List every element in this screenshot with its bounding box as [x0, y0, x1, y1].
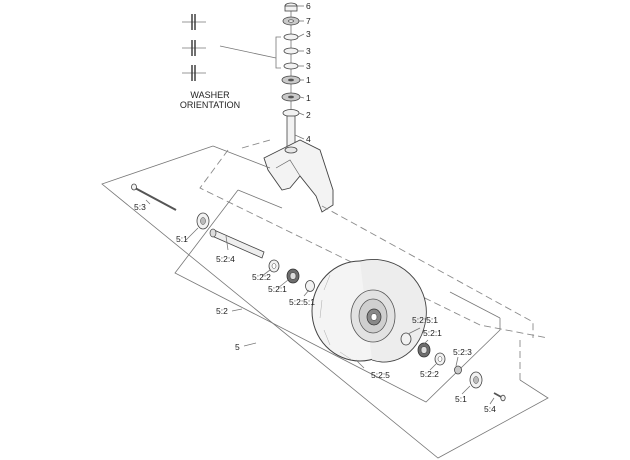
nut-5-2-3 [454, 365, 462, 375]
caster-fork [263, 139, 334, 213]
callout-5-2-5-1-right: 5:2:5:1 [412, 315, 438, 325]
bushing-5-2-2-right [434, 352, 446, 366]
assembly-5-2-outline [174, 189, 501, 403]
callout-5-4: 5:4 [484, 404, 496, 414]
bolt-5-4 [493, 392, 506, 402]
bearing-5-2-1-right [417, 342, 431, 358]
callout-6: 6 [306, 1, 311, 11]
washer-note-line2: ORIENTATION [180, 100, 240, 110]
wheel-tire-5-2-5 [311, 259, 427, 363]
callout-5-1-left: 5:1 [176, 234, 188, 244]
callout-5: 5 [235, 342, 240, 352]
callout-7: 7 [306, 16, 311, 26]
callout-3c: 3 [306, 61, 311, 71]
spacer-5-2-5-1-left [305, 280, 315, 292]
callout-5-2: 5:2 [216, 306, 228, 316]
washer-note-line1: WASHER [190, 90, 230, 100]
callout-5-2-5: 5:2:5 [371, 370, 390, 380]
callout-1b: 1 [306, 93, 311, 103]
callout-5-2-1-right: 5:2:1 [423, 328, 442, 338]
callout-5-2-3: 5:2:3 [453, 347, 472, 357]
callout-5-1-right: 5:1 [455, 394, 467, 404]
stack-leaders [294, 5, 305, 140]
assembly-leaders [145, 199, 495, 405]
cap-5-1-right [469, 371, 483, 389]
callout-5-2-1-left: 5:2:1 [268, 284, 287, 294]
callout-5-2-5-1-left: 5:2:5:1 [289, 297, 315, 307]
callout-3a: 3 [306, 29, 311, 39]
axle-5-2-4 [209, 228, 265, 259]
washer-orientation-icon [182, 14, 277, 81]
callout-5-2-4: 5:2:4 [216, 254, 235, 264]
callout-5-3: 5:3 [134, 202, 146, 212]
callout-3b: 3 [306, 46, 311, 56]
spacer-5-2-5-1-right [400, 332, 412, 346]
bearing-5-2-1-left [286, 268, 300, 284]
callout-4: 4 [306, 134, 311, 144]
cap-5-1-left [196, 212, 210, 230]
washer-bracket [275, 36, 281, 69]
callout-5-2-2-right: 5:2:2 [420, 369, 439, 379]
spindle-stack [281, 2, 301, 151]
bolt-5-3 [131, 183, 177, 211]
callout-2: 2 [306, 110, 311, 120]
assembly-5-outline [101, 139, 549, 459]
bushing-5-2-2-left [268, 259, 280, 273]
callout-5-2-2-left: 5:2:2 [252, 272, 271, 282]
callout-1a: 1 [306, 75, 311, 85]
